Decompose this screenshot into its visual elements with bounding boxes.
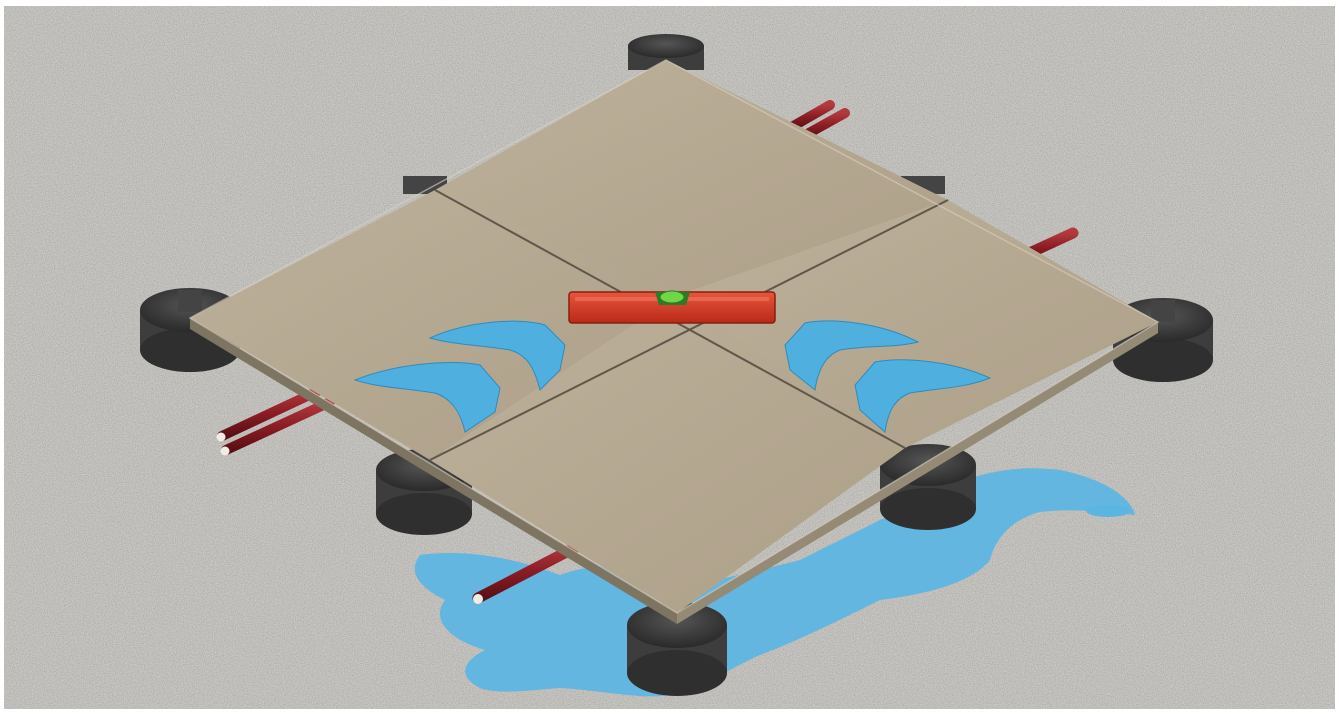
level-icon (569, 291, 775, 323)
water-droplet (1086, 505, 1130, 517)
